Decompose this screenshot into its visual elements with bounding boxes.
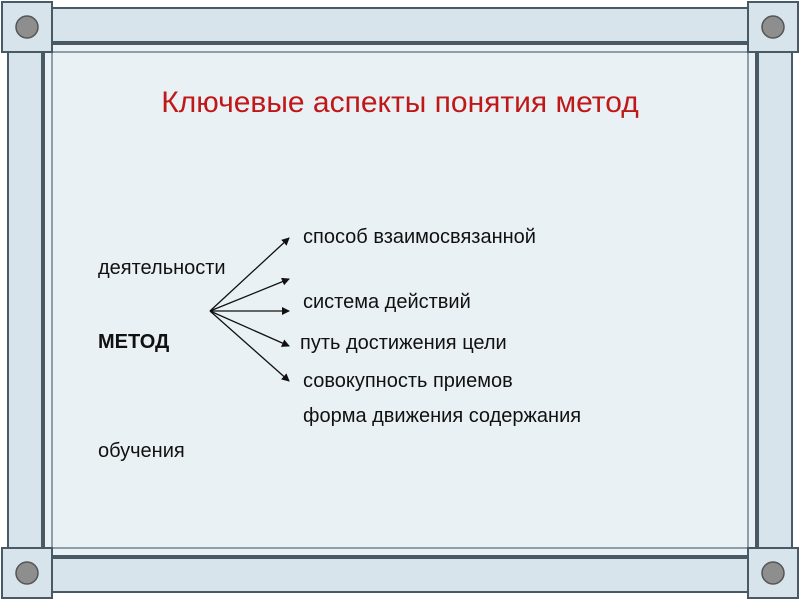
slide-title: Ключевые аспекты понятия метод [161, 86, 639, 119]
aspect-5-line2: обучения [98, 440, 185, 462]
aspect-3: путь достижения цели [300, 332, 507, 354]
arrow-to-aspect-1 [209, 237, 290, 312]
corner-bottom-right [747, 547, 799, 599]
corner-top-left [1, 1, 53, 53]
aspect-5-line1: форма движения содержания [303, 405, 582, 427]
aspect-4: совокупность приемов [303, 370, 513, 392]
aspect-1-line2: деятельности [98, 257, 226, 279]
corner-bottom-left [1, 547, 53, 599]
arrow-to-aspect-4 [209, 310, 290, 382]
arrow-to-aspect-1b [209, 277, 290, 312]
aspect-1-line1: способ взаимосвязанной [303, 226, 536, 248]
method-label: МЕТОД [98, 331, 170, 353]
arrow-to-aspect-3 [209, 310, 290, 347]
aspect-2: система действий [303, 291, 471, 313]
corner-top-right [747, 1, 799, 53]
